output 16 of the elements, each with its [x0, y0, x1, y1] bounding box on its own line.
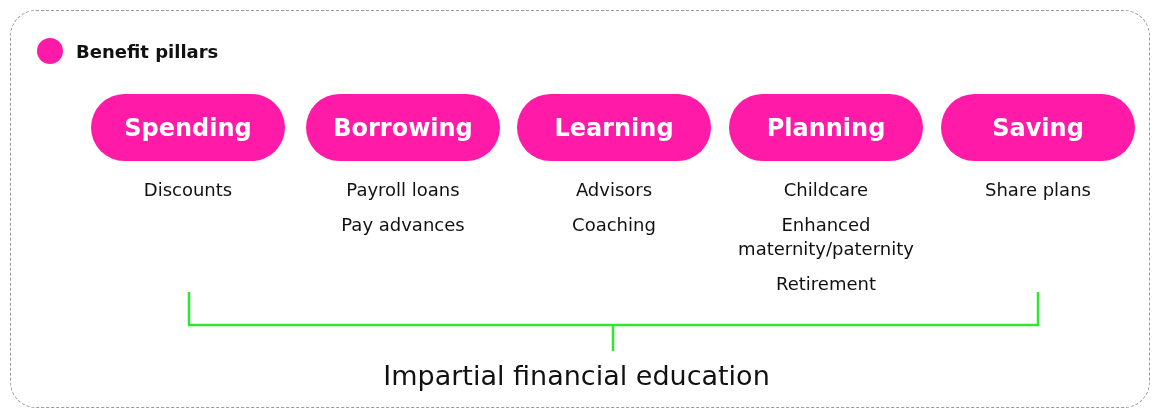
benefit-item: Share plans — [985, 178, 1091, 202]
pillar-pill: Spending — [91, 94, 285, 161]
bracket-label: Impartial financial education — [383, 360, 770, 391]
benefit-item: Coaching — [572, 213, 656, 237]
pillar-pill: Planning — [729, 94, 923, 161]
pillar-pill: Saving — [941, 94, 1135, 161]
benefit-item: Enhanced maternity/paternity — [737, 213, 915, 261]
pillar-pill: Learning — [517, 94, 711, 161]
benefit-item: Payroll loans — [346, 178, 460, 202]
benefit-item: Pay advances — [341, 213, 465, 237]
benefit-item: Discounts — [143, 178, 233, 202]
benefit-item: Retirement — [776, 272, 876, 296]
legend-label: Benefit pillars — [76, 40, 219, 62]
benefit-item: Childcare — [783, 178, 869, 202]
pillar-pill: Borrowing — [306, 94, 500, 161]
benefit-item: Advisors — [575, 178, 653, 202]
